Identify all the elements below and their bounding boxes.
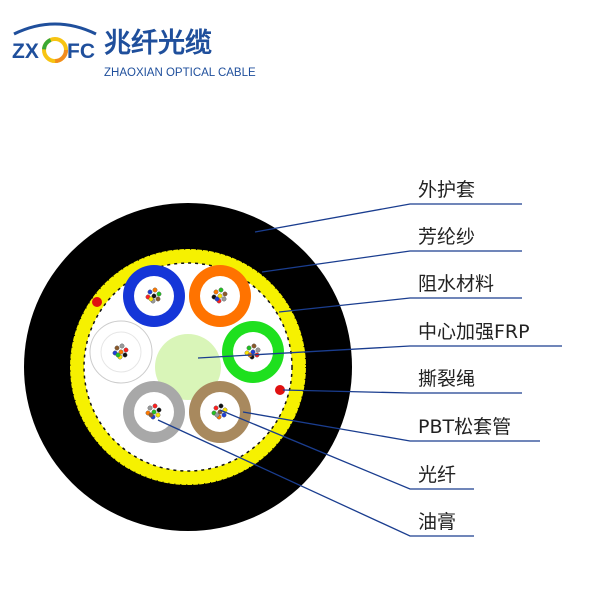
label-aramid-yarn: 芳纶纱 [418,226,475,248]
ripcord-left [92,297,102,307]
fiber-core [155,412,161,418]
fiber-core [122,352,128,358]
fiber-core [218,403,224,409]
fiber-core [147,405,153,411]
label-gel: 油膏 [418,510,456,533]
fiber-core [222,291,228,297]
label-ripcord: 撕裂绳 [418,368,475,390]
logo-fc: FC [67,40,95,63]
fiber-core [118,349,124,355]
leader-ripcord [282,389,522,394]
fiber-core [156,291,162,297]
fiber-core [214,296,220,302]
leader-central-frp [197,345,562,359]
leader-aramid-yarn [261,250,522,273]
fiber-core [155,296,161,302]
zxofc-logo: ZX FC [12,22,97,63]
fiber-core [251,343,257,349]
brand-header: ZX FC 兆纤光缆 ZHAOXIAN OPTICAL CABLE [12,22,256,79]
fiber-core [123,347,129,353]
leader-pbt-tube [242,411,540,442]
label-water-blocking: 阻水材料 [418,273,494,295]
fiber-core [250,349,256,355]
labels: 外护套 芳纶纱 阻水材料 中心加强FRP 撕裂绳 PBT松套管 光纤 油膏 [418,179,530,533]
fiber-core [213,405,219,411]
optical-fibers [112,287,261,420]
fiber-core [214,412,220,418]
logo-ring-orange [42,37,68,63]
logo-arc [13,22,97,36]
leader-water-blocking [278,297,522,313]
fiber-core [156,407,162,413]
fiber-core [115,352,121,358]
cable-cross-section [24,203,352,531]
fiber-core [221,412,227,418]
fiber-core [152,403,158,409]
leader-outer-sheath [254,203,522,233]
leader-gel [157,419,474,537]
fiber-core [218,287,224,293]
fiber-core [119,343,125,349]
fiber-core [147,289,153,295]
aramid-yarn-texture [69,248,307,486]
fiber-core [246,345,252,351]
fiber-core [213,289,219,295]
fiber-core [151,409,157,415]
logo-zx: ZX [12,40,39,63]
ripcord-right [275,385,285,395]
fiber-core [255,347,261,353]
brand-name-en: ZHAOXIAN OPTICAL CABLE [104,67,256,79]
fiber-core [151,293,157,299]
fiber-core [221,296,227,302]
leader-optical-fiber [219,409,474,490]
label-optical-fiber: 光纤 [418,464,456,486]
fiber-core [148,296,154,302]
leader-lines [157,203,562,537]
label-outer-sheath: 外护套 [418,179,475,201]
label-central-frp: 中心加强FRP [418,321,530,343]
brand-name-cn: 兆纤光缆 [104,28,212,59]
fiber-core [217,293,223,299]
fiber-core [152,287,158,293]
fiber-core [148,412,154,418]
central-frp [155,334,221,400]
fiber-core [114,345,120,351]
label-pbt-tube: PBT松套管 [418,416,511,438]
